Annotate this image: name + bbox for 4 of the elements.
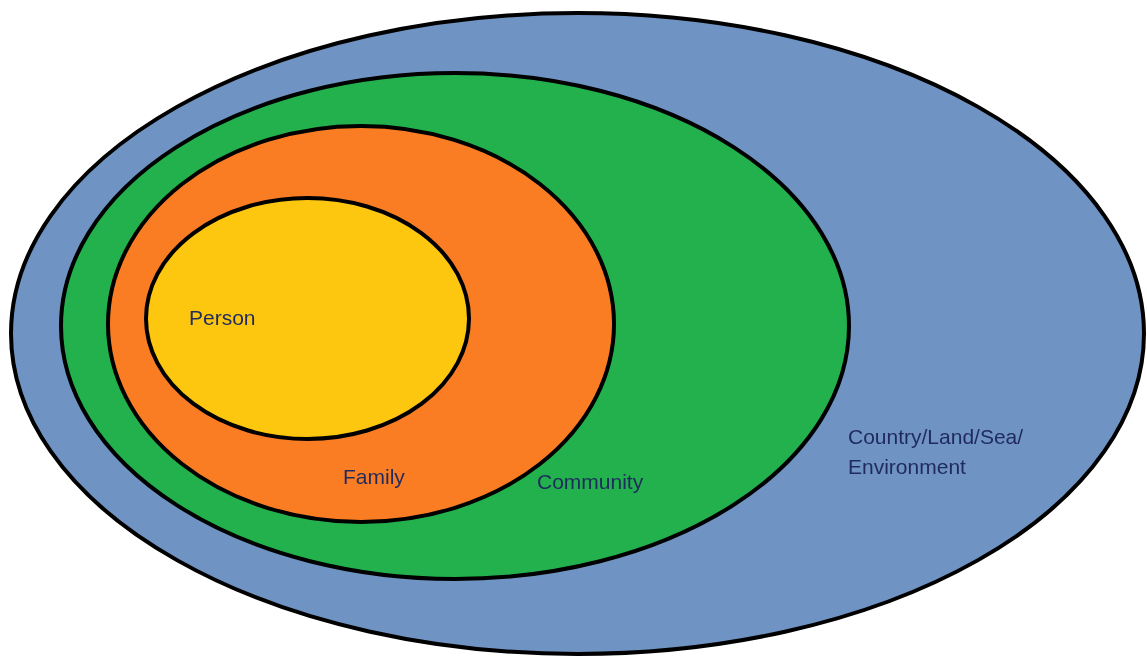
region-label: Country/Land/Sea/ Environment [848, 424, 1025, 481]
region-label: Family [343, 464, 406, 490]
region-label: Community [537, 469, 645, 495]
region-label: Person [189, 305, 257, 331]
